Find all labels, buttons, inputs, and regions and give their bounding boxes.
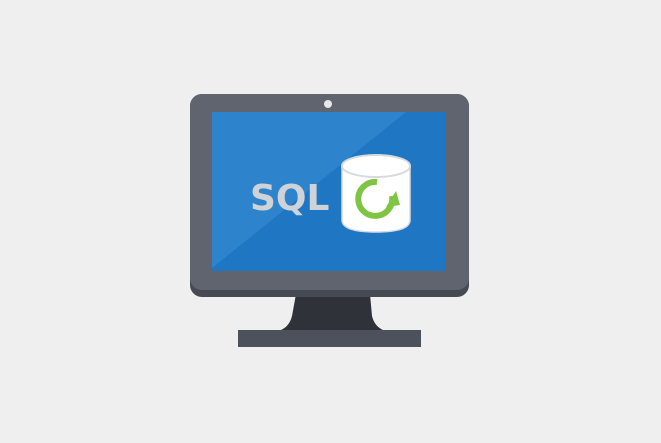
sql-label: SQL bbox=[250, 178, 329, 219]
refresh-arrow-icon bbox=[355, 178, 400, 219]
webcam-dot-icon bbox=[324, 100, 332, 108]
monitor-screen bbox=[212, 112, 445, 271]
monitor-stand-base bbox=[238, 330, 421, 347]
monitor-stand-neck bbox=[278, 294, 386, 331]
database-icon bbox=[341, 154, 411, 233]
